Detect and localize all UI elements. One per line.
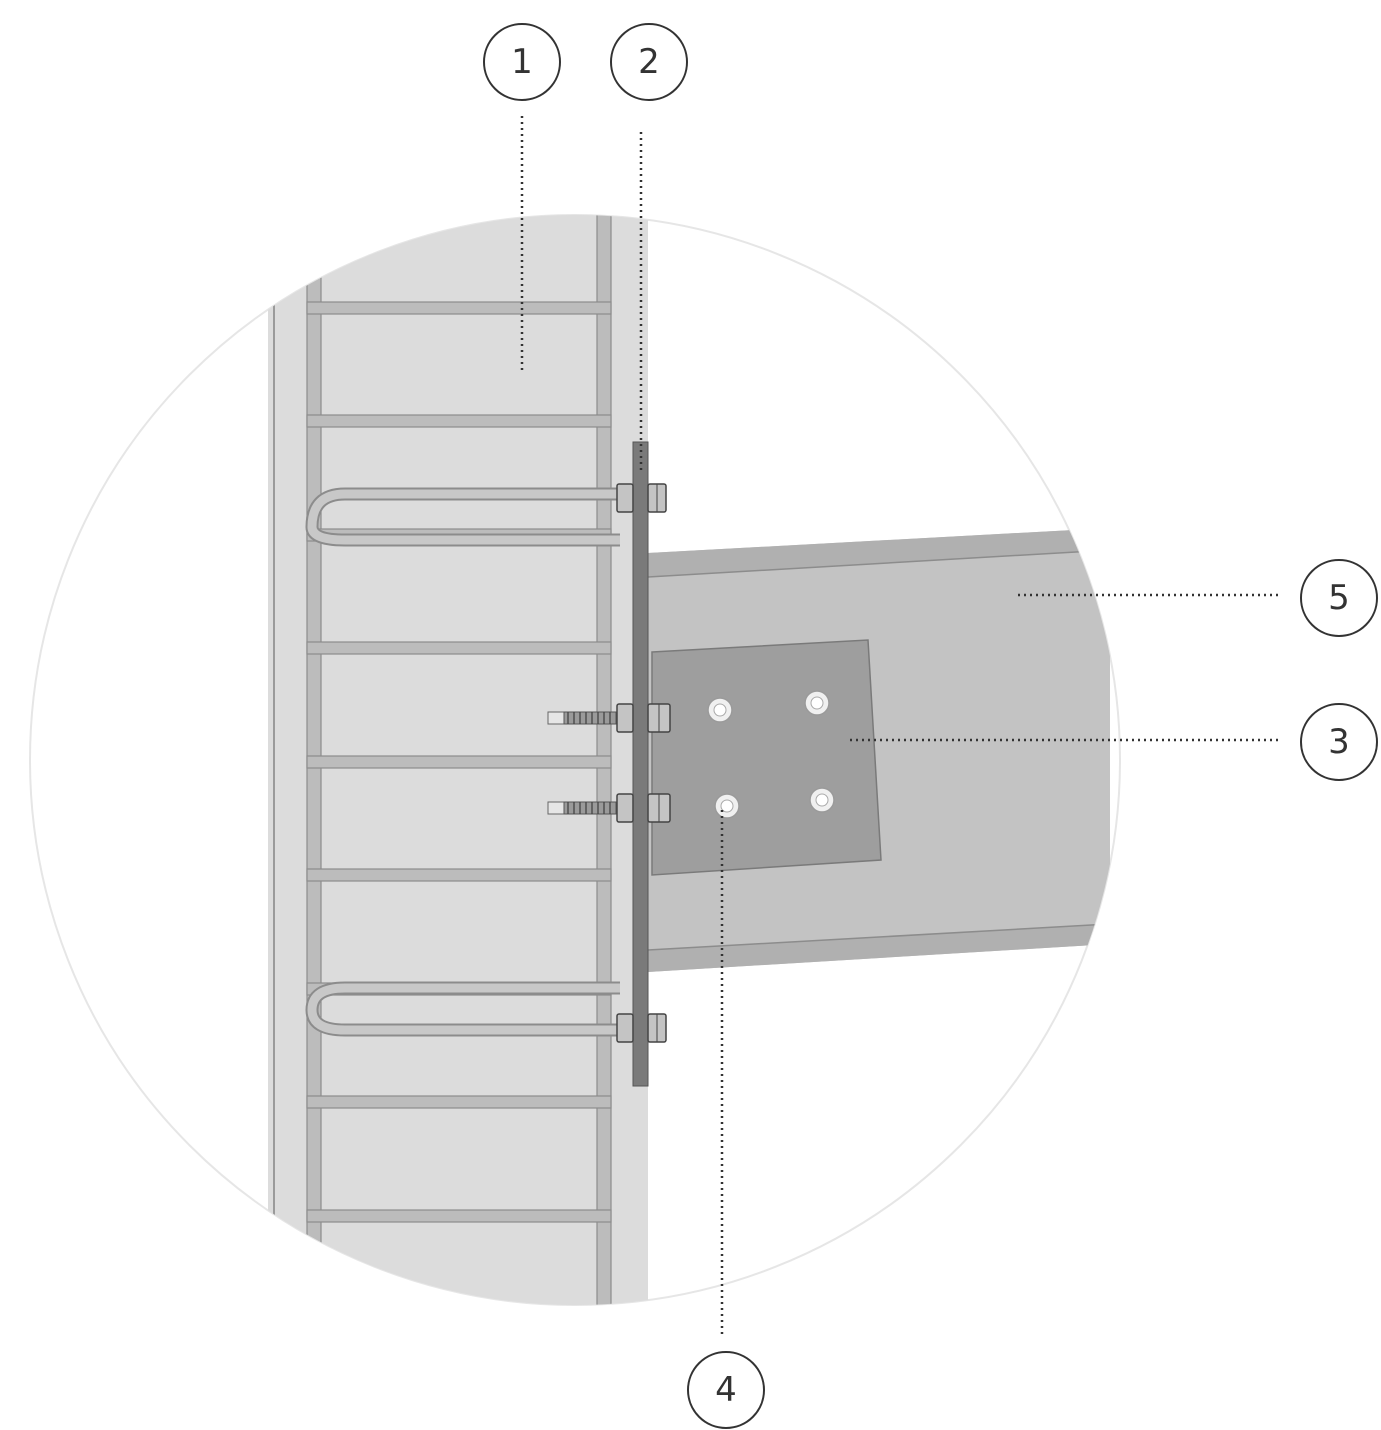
bolt-nuts — [616, 483, 671, 1043]
stirrup — [306, 868, 612, 882]
callout-label: 4 — [715, 1370, 737, 1410]
anchor-rod-lower — [547, 801, 617, 815]
nut-assembly — [616, 1013, 667, 1043]
callout-label: 2 — [638, 42, 660, 82]
nut-assembly — [616, 483, 667, 513]
beam-bottom-flange — [648, 924, 1110, 972]
beam-top-flange — [648, 528, 1110, 577]
detail-contents — [268, 215, 1111, 1305]
fin-plate — [651, 639, 882, 876]
end-plate — [632, 441, 649, 1087]
stirrup — [306, 301, 612, 315]
stirrup — [306, 755, 612, 769]
callout-label: 3 — [1328, 722, 1350, 762]
callout-5: 5 — [1300, 559, 1378, 637]
stirrup — [306, 1209, 612, 1223]
nut-assembly — [616, 793, 671, 823]
bolt-holes — [707, 690, 835, 819]
callout-1: 1 — [483, 23, 561, 101]
callout-2: 2 — [610, 23, 688, 101]
callout-label: 5 — [1328, 578, 1350, 618]
anchor-rod-upper — [547, 711, 617, 725]
callout-4: 4 — [687, 1351, 765, 1429]
nut-assembly — [616, 703, 671, 733]
stirrup — [306, 641, 612, 655]
callout-label: 1 — [511, 42, 533, 82]
stirrup — [306, 1095, 612, 1109]
callout-3: 3 — [1300, 703, 1378, 781]
stirrup — [306, 414, 612, 428]
